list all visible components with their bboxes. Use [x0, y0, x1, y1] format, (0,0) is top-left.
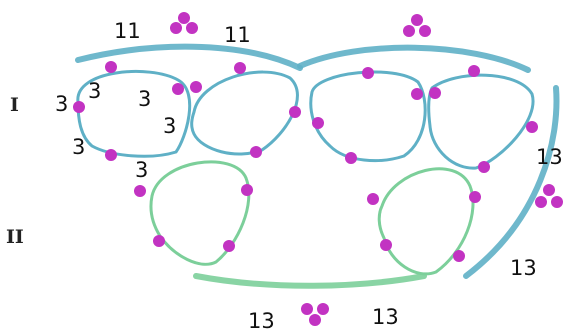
dot: [453, 250, 465, 262]
label-3-a: 3: [88, 79, 101, 103]
dot: [312, 117, 324, 129]
dot: [345, 152, 357, 164]
dot: [478, 161, 490, 173]
label-3-f: 3: [135, 158, 148, 182]
dot: [105, 61, 117, 73]
dot: [190, 81, 202, 93]
label-3-b: 3: [55, 92, 68, 116]
dot: [380, 239, 392, 251]
dot: [172, 83, 184, 95]
dot: [526, 121, 538, 133]
left-upper-lobe-1: [76, 69, 192, 158]
label-13-right-upper: 13: [536, 145, 563, 169]
top-arch-left: [75, 43, 303, 71]
dot: [134, 185, 146, 197]
roman-label-two: II: [6, 226, 24, 248]
dot: [234, 62, 246, 74]
dot: [223, 240, 235, 252]
dot: [429, 87, 441, 99]
dot: [153, 235, 165, 247]
dot: [468, 65, 480, 77]
right-lower-lobe: [377, 167, 475, 276]
dot: [241, 184, 253, 196]
label-3-c: 3: [138, 87, 151, 111]
left-upper-lobe-2: [190, 70, 299, 156]
top-arch-right: [297, 44, 531, 73]
triple-dot-cluster-top-left: [170, 12, 198, 34]
dot: [469, 191, 481, 203]
dot: [367, 193, 379, 205]
dot: [105, 149, 117, 161]
dot: [411, 88, 423, 100]
dot: [250, 146, 262, 158]
right-upper-lobe-1: [309, 70, 427, 163]
label-13-bottom-left: 13: [248, 309, 275, 331]
dot: [73, 101, 85, 113]
label-13-right-lower: 13: [510, 256, 537, 280]
dot: [289, 106, 301, 118]
dot: [362, 67, 374, 79]
triple-dot-cluster-right: [535, 184, 563, 208]
triple-dot-cluster-bottom: [301, 303, 329, 326]
right-upper-lobe-2: [427, 73, 535, 170]
label-11-right: 11: [224, 23, 251, 47]
label-11-left: 11: [114, 19, 141, 43]
label-13-bottom-right: 13: [372, 305, 399, 329]
right-outer-curve: [463, 85, 560, 279]
label-3-d: 3: [163, 114, 176, 138]
bottom-green-bar: [193, 273, 427, 289]
roman-label-one: I: [10, 94, 19, 116]
single-dots: [73, 61, 538, 262]
triple-dot-cluster-top-right: [403, 14, 431, 37]
label-3-e: 3: [72, 135, 85, 159]
